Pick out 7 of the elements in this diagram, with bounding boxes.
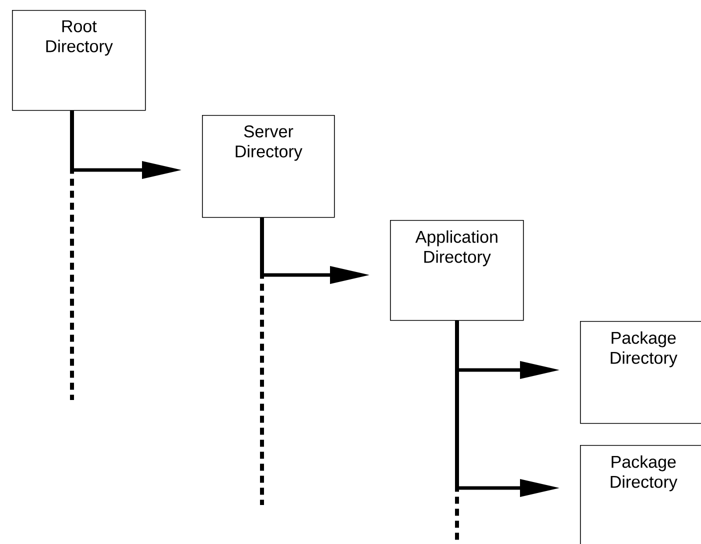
directory-box: Server Directory: [202, 115, 335, 218]
directory-box: Package Directory: [580, 321, 701, 424]
directory-box: Package Directory: [580, 445, 701, 544]
directory-box: Root Directory: [12, 10, 146, 111]
dotted-line: [70, 110, 74, 400]
dotted-line: [260, 218, 264, 505]
directory-box: Application Directory: [390, 220, 524, 321]
